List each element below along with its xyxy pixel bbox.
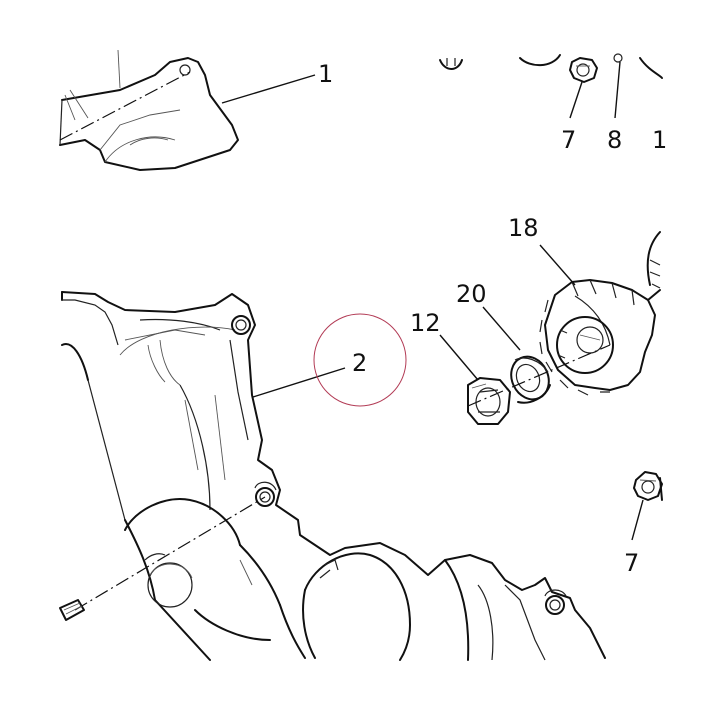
callout-1b-label: 1 <box>652 126 667 154</box>
callout-1: 1 <box>221 60 333 104</box>
callout-2: 2 <box>252 313 407 407</box>
callout-18: 18 <box>508 214 576 286</box>
callout-7-top: 7 <box>561 81 583 154</box>
callout-7-lower-label: 7 <box>624 549 639 577</box>
callout-12: 12 <box>410 309 479 381</box>
assembly-axis-line <box>467 344 611 407</box>
callout-2-label: 2 <box>352 349 367 377</box>
callout-1-label: 1 <box>318 60 333 88</box>
part-20-ring <box>510 355 551 404</box>
callout-8-label: 8 <box>607 126 622 154</box>
highlight-circle <box>313 313 407 407</box>
nut-7-top <box>569 57 598 83</box>
callout-20-label: 20 <box>456 280 487 308</box>
part-2-lower-cover <box>61 291 606 661</box>
callout-8: 8 <box>607 61 622 154</box>
right-edge-belt <box>646 231 661 301</box>
bolt-8 <box>613 53 623 63</box>
screw-lower-left <box>59 496 266 621</box>
callout-20: 20 <box>456 280 521 351</box>
part-12-nut <box>467 377 511 425</box>
callout-12-label: 12 <box>410 309 441 337</box>
nut-7-lower <box>633 471 663 501</box>
top-right-fragments <box>439 54 663 79</box>
callout-7-lower: 7 <box>624 499 644 577</box>
callout-18-label: 18 <box>508 214 539 242</box>
part-1-upper-cover <box>59 49 239 171</box>
part-18-sprocket <box>539 279 656 396</box>
callout-7-top-label: 7 <box>561 126 576 154</box>
